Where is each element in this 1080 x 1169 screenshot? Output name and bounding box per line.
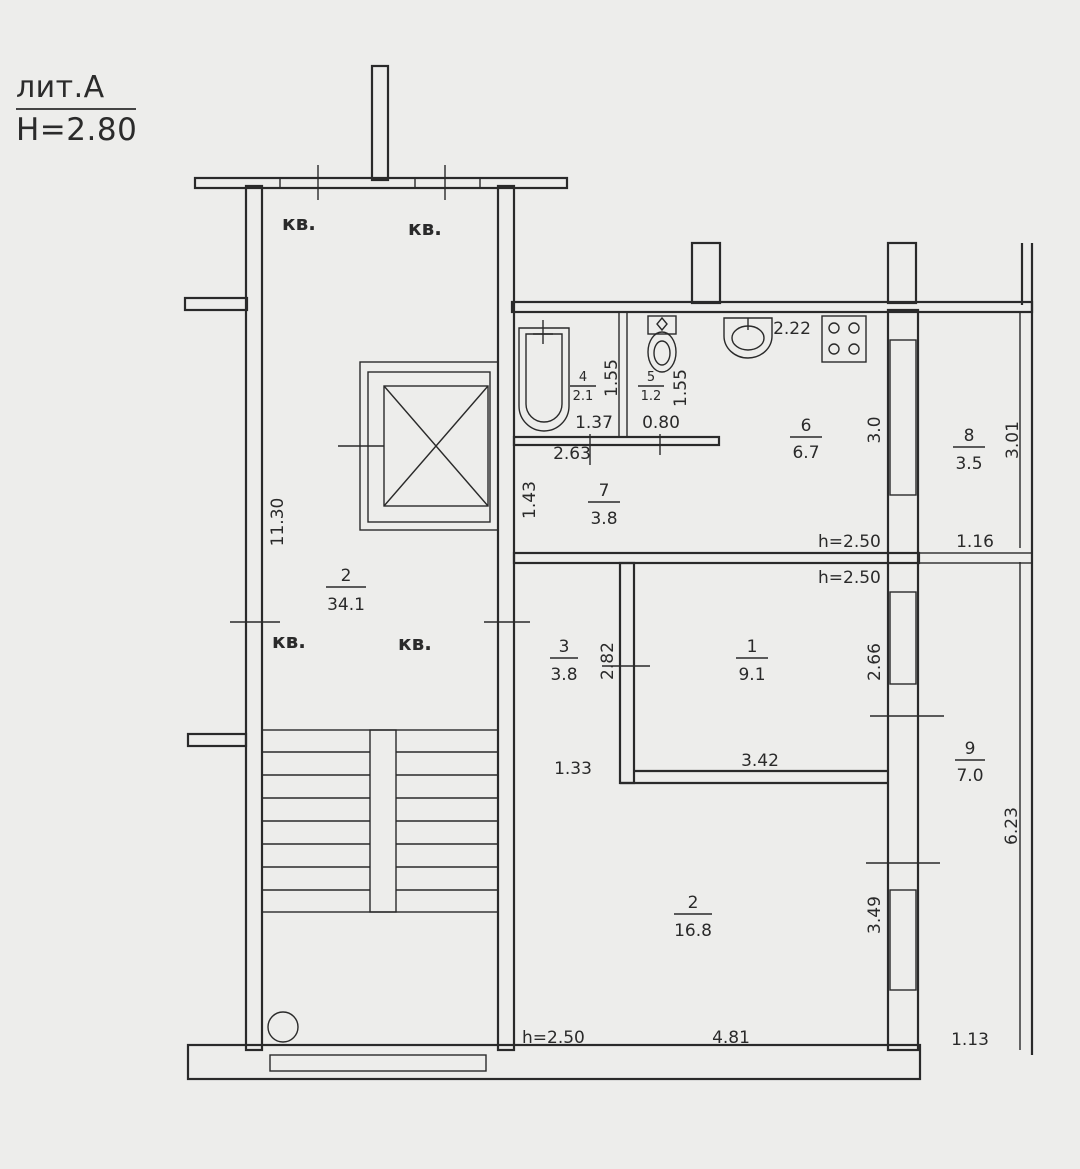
header-divider <box>16 108 136 110</box>
dim-label: 1.16 <box>956 532 994 552</box>
room-number: 2 <box>688 893 699 913</box>
kv-label: кв. <box>398 631 432 655</box>
dim-label: 3.01 <box>1003 421 1023 459</box>
ceiling-height: h=2.50 <box>522 1028 585 1048</box>
room-number: 4 <box>579 370 587 385</box>
kv-label: кв. <box>282 211 316 235</box>
room-number: 8 <box>964 426 975 446</box>
room-number: 9 <box>965 739 976 759</box>
dim-label: 6.23 <box>1002 807 1022 845</box>
ceiling-height: h=2.50 <box>818 568 881 588</box>
dim-label: 3.42 <box>741 751 779 771</box>
room-area: 6.7 <box>792 443 819 463</box>
room-area: 1.2 <box>641 389 662 404</box>
dim-label: 2.82 <box>598 642 618 680</box>
ceiling-height: h=2.50 <box>818 532 881 552</box>
dim-label: 2.63 <box>553 444 591 464</box>
elevator-icon <box>338 361 499 531</box>
dim-label: 2.22 <box>773 319 811 339</box>
staircase <box>261 729 499 913</box>
room-area: 3.8 <box>590 509 617 529</box>
bathtub-icon <box>518 320 570 432</box>
dim-label: 1.55 <box>602 359 622 397</box>
dim-label: 3.49 <box>865 896 885 934</box>
dim-label: 4.81 <box>712 1028 750 1048</box>
room-number: 7 <box>599 481 610 501</box>
room-number: 6 <box>801 416 812 436</box>
dim-label: 1.43 <box>520 481 540 519</box>
dim-label: 1.37 <box>575 413 613 433</box>
kv-label: кв. <box>408 216 442 240</box>
height-label: H=2.80 <box>16 112 138 148</box>
room-number: 1 <box>747 637 758 657</box>
sink-icon <box>723 317 773 359</box>
toilet-icon <box>647 315 677 373</box>
room-area: 9.1 <box>738 665 765 685</box>
apartment-walls <box>510 241 1034 1055</box>
dim-label: 1.33 <box>554 759 592 779</box>
room-area: 3.8 <box>550 665 577 685</box>
room-area: 3.5 <box>955 454 982 474</box>
dim-label: 1.55 <box>671 369 691 407</box>
room-number: 5 <box>647 370 655 385</box>
lit-label: лит.А <box>16 70 105 105</box>
stove-icon <box>821 315 867 363</box>
room-area: 2.1 <box>573 389 594 404</box>
dim-label: 11.30 <box>268 498 288 547</box>
room-number: 2 <box>341 566 352 586</box>
stair-hall-walls <box>183 64 922 1081</box>
room-area: 16.8 <box>674 921 712 941</box>
fraction-bars <box>326 385 985 915</box>
room-area: 34.1 <box>327 595 365 615</box>
drain-icon <box>267 1011 299 1043</box>
room-number: 3 <box>559 637 570 657</box>
dim-label: 3.0 <box>865 416 885 443</box>
dim-label: 2.66 <box>865 643 885 681</box>
dim-label: 1.13 <box>951 1030 989 1050</box>
kv-label: кв. <box>272 629 306 653</box>
dim-label: 0.80 <box>642 413 680 433</box>
room-area: 7.0 <box>956 766 983 786</box>
